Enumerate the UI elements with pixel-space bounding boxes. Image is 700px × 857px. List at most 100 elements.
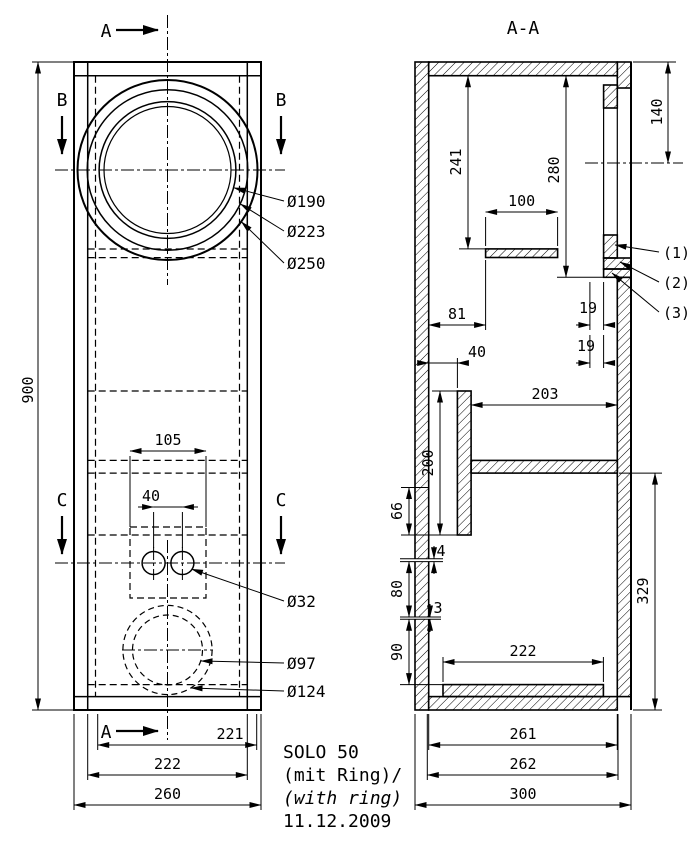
section-mark-b-right: B <box>276 90 287 155</box>
mid-shelf <box>470 459 619 474</box>
dim-3-label: 3 <box>433 599 442 617</box>
title-block: SOLO 50 (mit Ring)/ (with ring) 11.12.20… <box>283 742 402 832</box>
dia-190-label: Ø190 <box>287 192 326 211</box>
dim-100-label: 100 <box>508 192 535 210</box>
dim-40-front: 40 <box>138 487 198 548</box>
variant-en: (with ring) <box>283 788 402 809</box>
drawing-date: 11.12.2009 <box>283 811 391 832</box>
variant-de: (mit Ring)/ <box>283 765 402 786</box>
dim-40-section-label: 40 <box>468 343 486 361</box>
dim-81-label: 81 <box>448 305 466 323</box>
section-b-right-label: B <box>276 90 287 111</box>
back-wall <box>414 61 430 711</box>
top-shelf <box>484 248 559 259</box>
section-mark-a-bottom: A <box>101 722 159 743</box>
front-baffle-upper <box>616 61 632 89</box>
dim-40-front-label: 40 <box>142 487 160 505</box>
dim-300-label: 300 <box>509 785 536 803</box>
dim-300: 300 <box>414 714 632 810</box>
front-view-center-lines <box>55 15 285 740</box>
dim-80: 80 <box>388 561 412 618</box>
callout-1-label: (1) <box>663 244 690 262</box>
dim-261-label: 261 <box>509 725 536 743</box>
dim-81: 81 <box>428 260 487 330</box>
dim-140-label: 140 <box>648 98 666 125</box>
dim-280-label: 280 <box>545 156 563 183</box>
dim-900-label: 900 <box>19 376 37 403</box>
dim-200-label: 200 <box>419 449 437 476</box>
dim-90: 90 <box>388 618 443 686</box>
part-callouts: (1) (2) (3) <box>611 243 690 322</box>
dim-203: 203 <box>470 385 618 408</box>
front-view-hidden-lines <box>87 75 248 697</box>
bottom-panel <box>442 683 605 698</box>
section-a-top-label: A <box>101 21 112 42</box>
dim-4: 4 <box>431 542 446 574</box>
dim-203-label: 203 <box>531 385 558 403</box>
dim-329: 329 <box>619 472 662 711</box>
back-wall-slot-4mm <box>413 558 430 562</box>
dim-66-label: 66 <box>388 502 406 520</box>
section-a-bottom-label: A <box>101 722 112 743</box>
dim-262: 262 <box>426 714 619 780</box>
dim-900: 900 <box>19 61 74 711</box>
ring-bottom <box>602 234 619 259</box>
dim-222-section-label: 222 <box>509 642 536 660</box>
dia-97-label: Ø97 <box>287 654 316 673</box>
dim-222-front: 222 <box>87 714 248 780</box>
front-view: 900 105 40 221 222 <box>19 15 326 810</box>
dim-241-label: 241 <box>447 148 465 175</box>
ring-seal <box>602 268 632 279</box>
vertical-brace <box>456 390 472 536</box>
dim-40-section: 40 <box>417 343 486 388</box>
ring-spacer <box>602 257 632 270</box>
dim-261: 261 <box>428 714 618 750</box>
dia-124-label: Ø124 <box>287 682 326 701</box>
dim-280: 280 <box>545 75 604 278</box>
section-mark-c-right: C <box>276 490 287 555</box>
dim-19-upper: 19 <box>576 282 616 330</box>
dim-19-upper-label: 19 <box>579 299 597 317</box>
section-view: A-A 140 <box>388 18 690 810</box>
dim-3: 3 <box>427 599 443 632</box>
dim-90-label: 90 <box>388 643 406 661</box>
dim-4-label: 4 <box>436 542 445 560</box>
dim-329-label: 329 <box>634 577 652 604</box>
section-b-left-label: B <box>57 90 68 111</box>
model-name: SOLO 50 <box>283 742 359 763</box>
dia-250-label: Ø250 <box>287 254 326 273</box>
bottom-wall <box>427 695 619 711</box>
dia-32-label: Ø32 <box>287 592 316 611</box>
ring-top <box>602 84 619 109</box>
dim-105: 105 <box>129 431 207 527</box>
dim-241: 241 <box>447 75 486 250</box>
front-baffle-lower <box>616 276 632 698</box>
dim-140: 140 <box>633 61 676 164</box>
dim-19-lower-label: 19 <box>577 337 595 355</box>
dim-80-label: 80 <box>388 580 406 598</box>
back-wall-slot-3mm <box>413 617 430 620</box>
section-c-right-label: C <box>276 490 287 511</box>
section-mark-a-top: A <box>101 21 159 42</box>
dim-260: 260 <box>73 714 262 810</box>
section-mark-b-left: B <box>57 90 68 155</box>
section-mark-c-left: C <box>57 490 68 555</box>
callout-2-label: (2) <box>663 274 690 292</box>
dim-66: 66 <box>388 487 429 536</box>
section-panels <box>413 61 632 711</box>
dia-223-label: Ø223 <box>287 222 326 241</box>
dim-200: 200 <box>401 390 458 536</box>
dim-260-label: 260 <box>154 785 181 803</box>
section-view-title: A-A <box>507 18 540 39</box>
top-wall <box>427 61 619 77</box>
section-c-left-label: C <box>57 490 68 511</box>
dim-222-section: 222 <box>442 642 604 682</box>
dim-262-label: 262 <box>509 755 536 773</box>
callout-3-label: (3) <box>663 304 690 322</box>
dim-19-lower: 19 <box>576 335 616 368</box>
dim-221: 221 <box>97 714 258 750</box>
dim-222-front-label: 222 <box>154 755 181 773</box>
dim-221-label: 221 <box>216 725 243 743</box>
